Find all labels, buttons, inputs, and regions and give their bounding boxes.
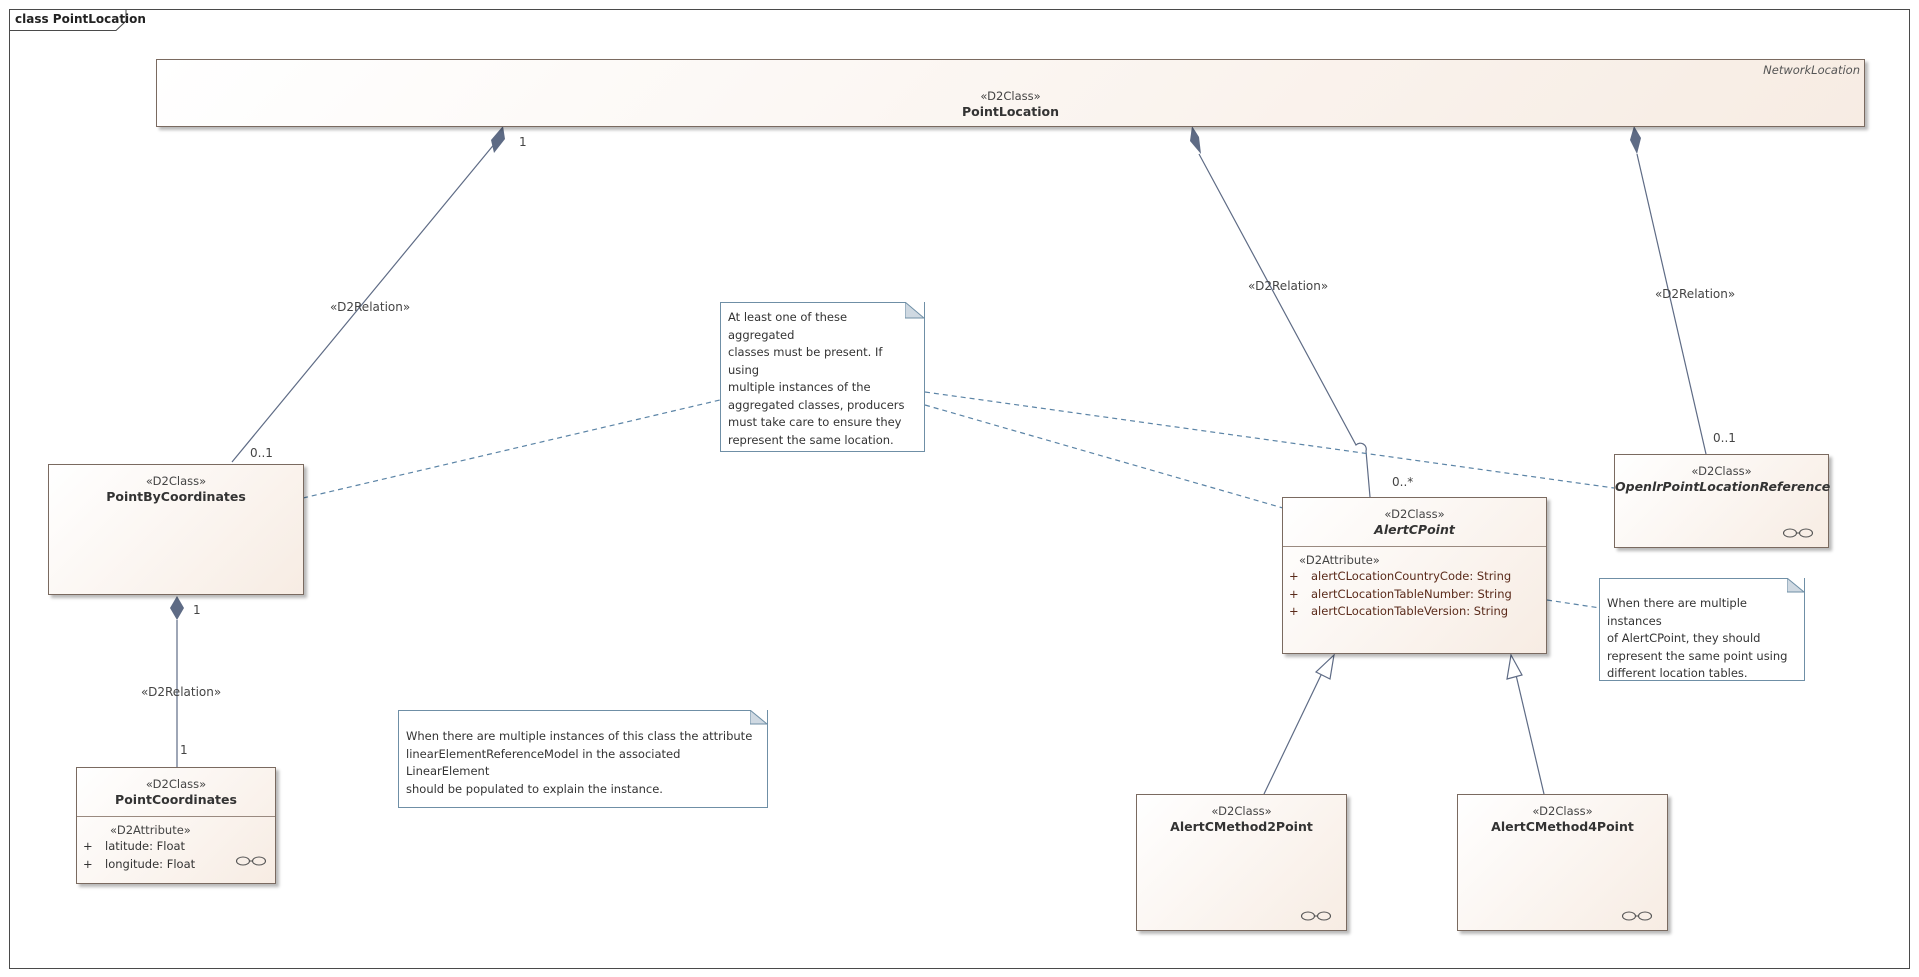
class-alertc-method2-point[interactable]: «D2Class» AlertCMethod2Point [1136, 794, 1347, 931]
multiplicity-label: 1 [519, 135, 527, 149]
relation-stereotype-label: «D2Relation» [1655, 287, 1736, 301]
relation-coordinates-pointcoordinates[interactable] [170, 596, 184, 767]
attribute-visibility: + [1289, 569, 1299, 583]
attribute-text: alertCLocationCountryCode: String [1311, 569, 1512, 583]
attribute-visibility: + [83, 839, 93, 853]
attribute-row[interactable]: + alertCLocationCountryCode: String [1283, 568, 1546, 586]
generalization-arrowhead [1506, 653, 1523, 680]
relation-stereotype-label: «D2Relation» [141, 685, 222, 699]
note-fold [905, 302, 925, 319]
class-name: OpenlrPointLocationReference [1615, 479, 1831, 494]
relation-location-openlr[interactable] [1630, 126, 1707, 455]
composition-diamond [1190, 126, 1201, 154]
class-openlr-point-location-reference[interactable]: «D2Class» OpenlrPointLocationReference [1614, 454, 1831, 548]
generalization-method4[interactable] [1506, 653, 1545, 795]
class-stereotype: «D2Class» [1384, 507, 1445, 521]
relation-location-alertc[interactable] [1190, 126, 1371, 498]
composition-diamond [170, 596, 184, 620]
note-linear-element[interactable]: When there are multiple instances of thi… [398, 710, 768, 808]
diagram-frame [9, 9, 1910, 969]
attribute-visibility: + [1289, 586, 1299, 601]
class-alertc-method4-point[interactable]: «D2Class» AlertCMethod4Point [1457, 794, 1668, 931]
relation-stereotype-label: «D2Relation» [1248, 279, 1329, 293]
class-name: AlertCMethod4Point [1491, 819, 1634, 834]
class-name: AlertCMethod2Point [1170, 819, 1313, 834]
composition-diamond [1630, 126, 1641, 154]
attribute-text: alertCLocationTableVersion: String [1311, 604, 1509, 618]
link-icon [1621, 911, 1653, 921]
class-name: PointLocation [961, 104, 1060, 119]
attribute-row[interactable]: + latitude: Float [77, 838, 275, 856]
note-alertc-point[interactable]: When there are multiple instances of Ale… [1599, 578, 1805, 681]
class-stereotype: «D2Class» [1211, 804, 1272, 818]
attribute-divider [1283, 546, 1546, 547]
relation-stereotype-label: «D2Relation» [330, 300, 411, 314]
attribute-stereotype: «D2Attribute» [1299, 553, 1380, 567]
note-text: At least one of these aggregated classes… [728, 310, 905, 447]
class-point-location[interactable]: NetworkLocation «D2Class» PointLocation [156, 59, 1865, 127]
composition-diamond [491, 126, 505, 153]
multiplicity-label: 1 [180, 743, 188, 757]
link-icon [1300, 911, 1332, 921]
multiplicity-label: 1 [193, 603, 201, 617]
attribute-text: longitude: Float [105, 856, 196, 871]
note-fold [750, 710, 768, 725]
class-name: PointByCoordinates [106, 489, 246, 504]
generalization-method2[interactable] [1263, 653, 1335, 795]
link-icon [235, 856, 267, 866]
class-point-coordinates[interactable]: «D2Class» PointCoordinates «D2Attribute»… [76, 767, 276, 884]
multiplicity-label: 0..1 [250, 446, 273, 460]
link-icon [1782, 528, 1814, 538]
attribute-row[interactable]: + alertCLocationTableNumber: String [1283, 586, 1546, 604]
frame-tab-outline [9, 9, 127, 31]
attribute-text: alertCLocationTableNumber: String [1311, 586, 1512, 601]
class-point-by-coordinates[interactable]: «D2Class» PointByCoordinates [48, 464, 304, 595]
class-stereotype: «D2Class» [980, 89, 1041, 103]
attribute-row[interactable]: + longitude: Float [77, 856, 275, 874]
class-name: AlertCPoint [1374, 522, 1455, 537]
superclass-label: NetworkLocation [1763, 63, 1860, 77]
class-name: PointCoordinates [115, 792, 237, 807]
attribute-row[interactable]: + alertCLocationTableVersion: String [1283, 603, 1546, 621]
note-text: When there are multiple instances of thi… [406, 729, 753, 796]
attribute-visibility: + [83, 856, 93, 871]
multiplicity-label: 0..* [1392, 475, 1414, 489]
attribute-divider [77, 816, 275, 817]
class-stereotype: «D2Class» [145, 777, 207, 791]
note-links [302, 391, 1615, 609]
frame-title: class PointLocation [15, 12, 146, 26]
attribute-stereotype: «D2Attribute» [110, 823, 191, 837]
attribute-visibility: + [1289, 604, 1299, 618]
note-text: When there are multiple instances of Ale… [1607, 596, 1788, 680]
class-stereotype: «D2Class» [1691, 464, 1752, 478]
generalization-arrowhead [1314, 653, 1335, 680]
relation-location-coordinates[interactable] [231, 126, 505, 463]
class-alertc-point[interactable]: «D2Class» AlertCPoint «D2Attribute» + ale… [1282, 497, 1547, 654]
attribute-text: latitude: Float [105, 839, 186, 853]
class-stereotype: «D2Class» [145, 474, 207, 488]
note-fold [1787, 578, 1805, 593]
multiplicity-label: 0..1 [1713, 431, 1736, 445]
note-aggregated-classes[interactable]: At least one of these aggregated classes… [720, 302, 925, 452]
class-stereotype: «D2Class» [1532, 804, 1593, 818]
